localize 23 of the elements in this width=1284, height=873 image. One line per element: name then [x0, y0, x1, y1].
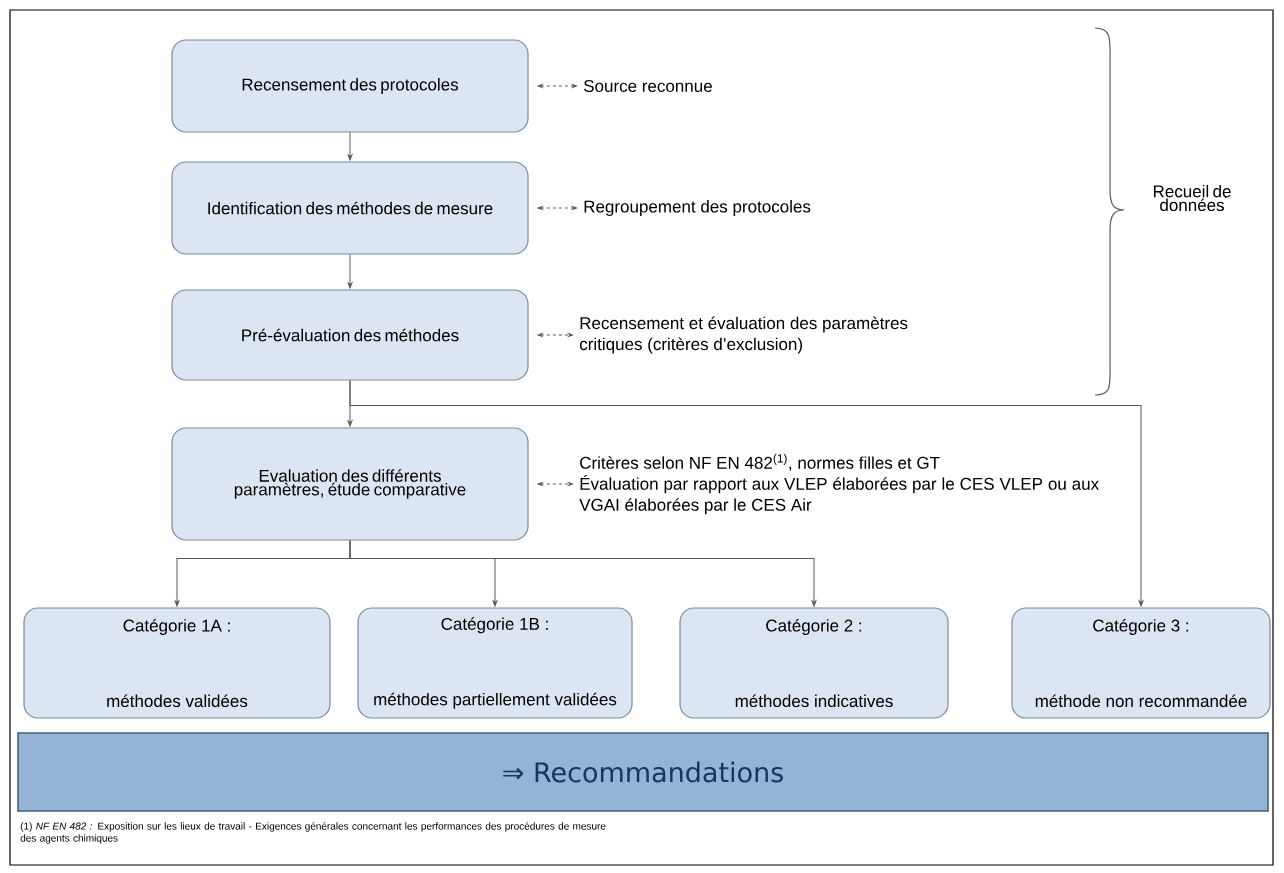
category-box: Catégorie 2 : méthodes indicatives	[679, 607, 949, 719]
category-box: Catégorie 1A : méthodes validées	[23, 607, 331, 719]
arrow	[349, 380, 1144, 607]
arrow	[537, 333, 573, 337]
banner: ⇒ Recommandations	[17, 732, 1269, 812]
arrow	[349, 540, 817, 607]
category-box: Catégorie 1B : méthodes partiellement validées	[357, 607, 633, 719]
note-text: Recensement et évaluation des paramètres critiques (critères d’exclusion)	[579, 316, 908, 354]
category-box: Catégorie 3 : méthode non recommandée	[1011, 607, 1271, 719]
note-text: Critères selon NF EN 482$^{(1)}$, normes filles et GT Évaluation par rapport aux VLEP élaborées par le CES VLEP ou aux VGAI élaborées par le CES Air	[579, 453, 1099, 515]
arrow	[537, 206, 577, 210]
process-box: Identification des méthodes de mesure	[171, 161, 529, 255]
process-box: Evaluation des différents paramètres, étude comparative	[171, 427, 529, 541]
arrow	[537, 84, 577, 88]
process-box: Pré-évaluation des méthodes	[171, 289, 529, 381]
bracket-label: Recueil de données	[1153, 184, 1231, 212]
note-text: Source reconnue	[584, 80, 712, 93]
arrow	[347, 132, 353, 161]
process-box: Recensement des protocoles	[171, 39, 529, 133]
footnote: (1) NF EN 482 : Exposition sur les lieux de travail - Exigences générales concernant les performances des procédures de mesure des agents chimiques	[20, 822, 606, 844]
note-text: Regroupement des protocoles	[584, 200, 811, 216]
arrow	[347, 254, 353, 289]
arrow	[537, 482, 573, 486]
